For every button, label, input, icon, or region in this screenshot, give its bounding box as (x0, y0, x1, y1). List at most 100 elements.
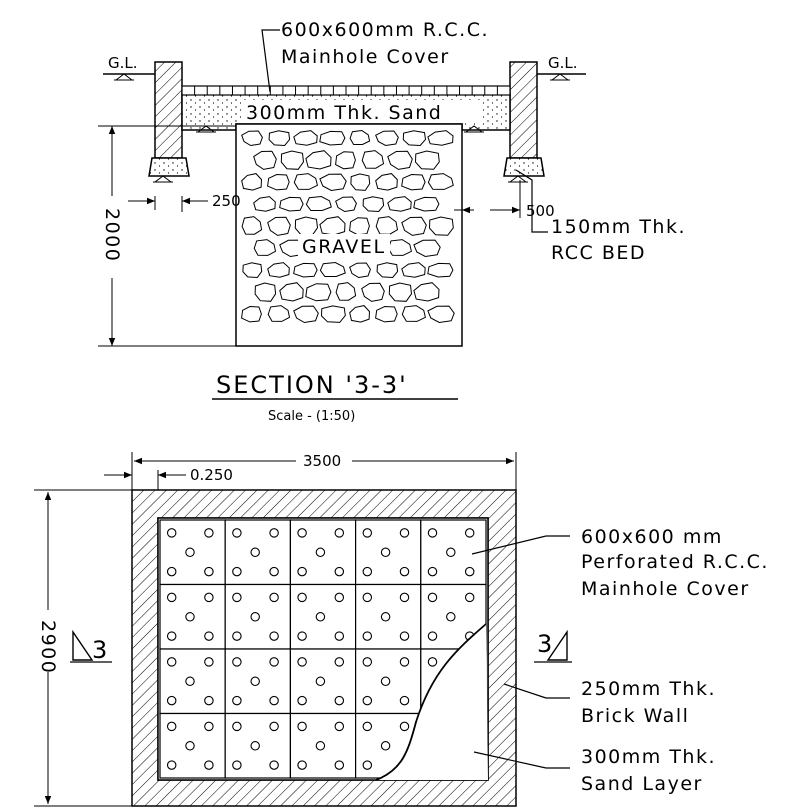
perforation-hole (250, 741, 260, 751)
dim-depth-2000: 2000 (98, 125, 236, 347)
plan-sand-leader (473, 751, 547, 769)
right-rcc-bed (503, 157, 545, 177)
gravel-stone (427, 262, 454, 278)
perforation-hole (166, 657, 177, 667)
gravel-stone (279, 282, 304, 302)
gravel-stone (362, 196, 385, 213)
perforation-hole (334, 657, 345, 667)
perforation-hole (334, 631, 345, 641)
gravel-stone (293, 262, 318, 278)
perforation-hole (334, 528, 345, 538)
section-view: G.L. G.L. GRAVEL 600x600mm R.C.C. Mainho… (98, 19, 685, 424)
perforation-hole (315, 612, 326, 622)
gravel-stone (349, 129, 371, 145)
perforation-hole (232, 631, 242, 641)
dim-depth-text: 2000 (101, 208, 123, 262)
gravel-stone (305, 150, 332, 170)
dim-width-text: 3500 (303, 452, 341, 470)
gravel-stone (253, 196, 276, 212)
perforation-hole (232, 760, 242, 770)
perforation-hole (269, 592, 279, 603)
perforation-hole (399, 657, 410, 667)
ground-level-left: G.L. (103, 54, 155, 81)
left-wall (154, 61, 183, 159)
perforation-hole (204, 721, 214, 732)
gravel-stone (387, 196, 412, 212)
perforation-hole (297, 592, 307, 603)
gravel-stone (293, 130, 318, 146)
dim-width-3500: 3500 0.250 (104, 452, 517, 490)
gravel-stone (413, 239, 441, 258)
gravel-stone (319, 173, 347, 192)
perforation-hole (232, 657, 242, 667)
section-cover-label-1: 600x600mm R.C.C. (281, 19, 489, 41)
perforation-hole (380, 676, 391, 687)
perforation-hole (232, 721, 242, 732)
perforation-hole (427, 657, 438, 667)
perforation-hole (362, 657, 373, 667)
perforation-hole (446, 547, 456, 558)
perforation-hole (362, 592, 373, 603)
rcc-cover-slab (181, 85, 511, 96)
plan-cover-label-3: Mainhole Cover (581, 578, 750, 600)
gravel-stone (349, 262, 371, 279)
perforation-hole (269, 657, 279, 667)
dim-wall-250: 250 (128, 192, 241, 212)
perforation-hole (204, 760, 214, 770)
cutaway-curve (375, 623, 487, 781)
dim-wall-plan-text: 0.250 (190, 466, 233, 484)
section-sand-label: 300mm Thk. Sand (246, 102, 442, 124)
perforation-hole (232, 592, 242, 603)
gravel-stone (401, 216, 427, 236)
plan-cover-label-2: Perforated R.C.C. (581, 551, 769, 573)
perforation-hole (204, 695, 214, 706)
perforation-hole (399, 528, 410, 538)
perforation-hole (334, 566, 345, 577)
gl-left-label: G.L. (108, 54, 138, 72)
perforation-hole (427, 566, 438, 577)
perforation-hole (297, 657, 307, 667)
cutaway-sand-area (376, 624, 488, 780)
plan-sand-label-1: 300mm Thk. (581, 746, 716, 768)
perforation-hole (380, 612, 391, 622)
gravel-stone (293, 305, 319, 324)
plan-cover-label-1: 600x600 mm (581, 526, 723, 548)
perforation-hole (297, 721, 307, 732)
gravel-stone (242, 262, 263, 279)
perforation-hole (166, 566, 177, 577)
gravel-stone (267, 173, 290, 191)
dim-bed-text: 500 (526, 202, 555, 220)
plan-cover-leader (471, 535, 547, 555)
perforation-hole (362, 528, 373, 538)
gravel-stone (401, 305, 426, 322)
perforation-hole (269, 631, 279, 641)
gravel-stone (413, 196, 440, 212)
perforation-hole (166, 631, 177, 641)
perforation-hole (269, 721, 279, 732)
perforation-hole (334, 760, 345, 770)
perforation-hole (297, 631, 307, 641)
ground-level-right: G.L. (536, 54, 586, 81)
perforation-hole (250, 676, 260, 687)
perforation-hole (204, 566, 214, 577)
gravel-stone (427, 173, 454, 190)
perforation-hole (297, 528, 307, 538)
perforation-hole (185, 676, 195, 687)
perforation-hole (362, 695, 373, 706)
gravel-stone (427, 305, 455, 324)
gravel-stone (350, 173, 371, 191)
ground-symbol (153, 175, 173, 183)
gravel-stone (375, 173, 398, 191)
gravel-stone (279, 196, 304, 212)
plan-wall-leader (503, 683, 547, 699)
gravel-stone (241, 216, 263, 235)
perforation-hole (464, 592, 475, 603)
section-scale: Scale - (1:50) (268, 409, 355, 424)
sand-label-bg (244, 100, 480, 122)
perforation-hole (362, 566, 373, 577)
gravel-stone (375, 305, 398, 323)
perforation-hole (297, 566, 307, 577)
perforation-hole (166, 760, 177, 770)
cover-leader (261, 29, 280, 93)
section-mark-left-text: 3 (92, 636, 109, 664)
